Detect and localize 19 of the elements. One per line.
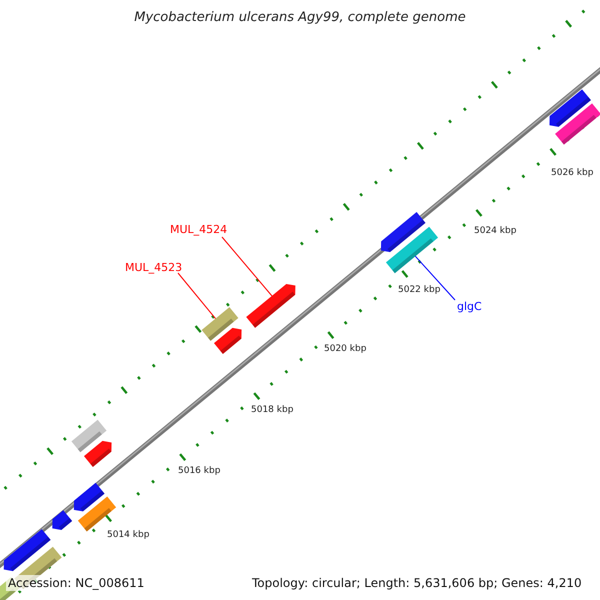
tick-label: 5026 kbp: [551, 168, 594, 178]
gene-label: MUL_4524: [170, 223, 228, 236]
tick-label: 5022 kbp: [398, 285, 440, 295]
gene-label: MUL_4523: [125, 261, 182, 274]
leader-line: [178, 272, 216, 320]
footer-text: Accession: NC_008611: [6, 575, 146, 591]
tick-label: 5016 kbp: [178, 466, 220, 476]
leader-line: [414, 256, 456, 300]
tick-label: 5018 kbp: [251, 405, 294, 415]
tick-label: 5024 kbp: [474, 226, 516, 236]
tick-label: 5020 kbp: [324, 344, 366, 354]
gene-feature: [246, 284, 296, 328]
gene-feature: [202, 307, 238, 341]
leader-line: [222, 236, 272, 296]
gene-label: glgC: [457, 300, 482, 313]
title: Mycobacterium ulcerans Agy99, complete genome: [133, 10, 467, 25]
gene-feature: [386, 226, 438, 274]
footer-text: Topology: circular; Length: 5,631,606 bp; Genes: 4,210: [250, 575, 584, 591]
tick-label: 5014 kbp: [107, 530, 150, 540]
